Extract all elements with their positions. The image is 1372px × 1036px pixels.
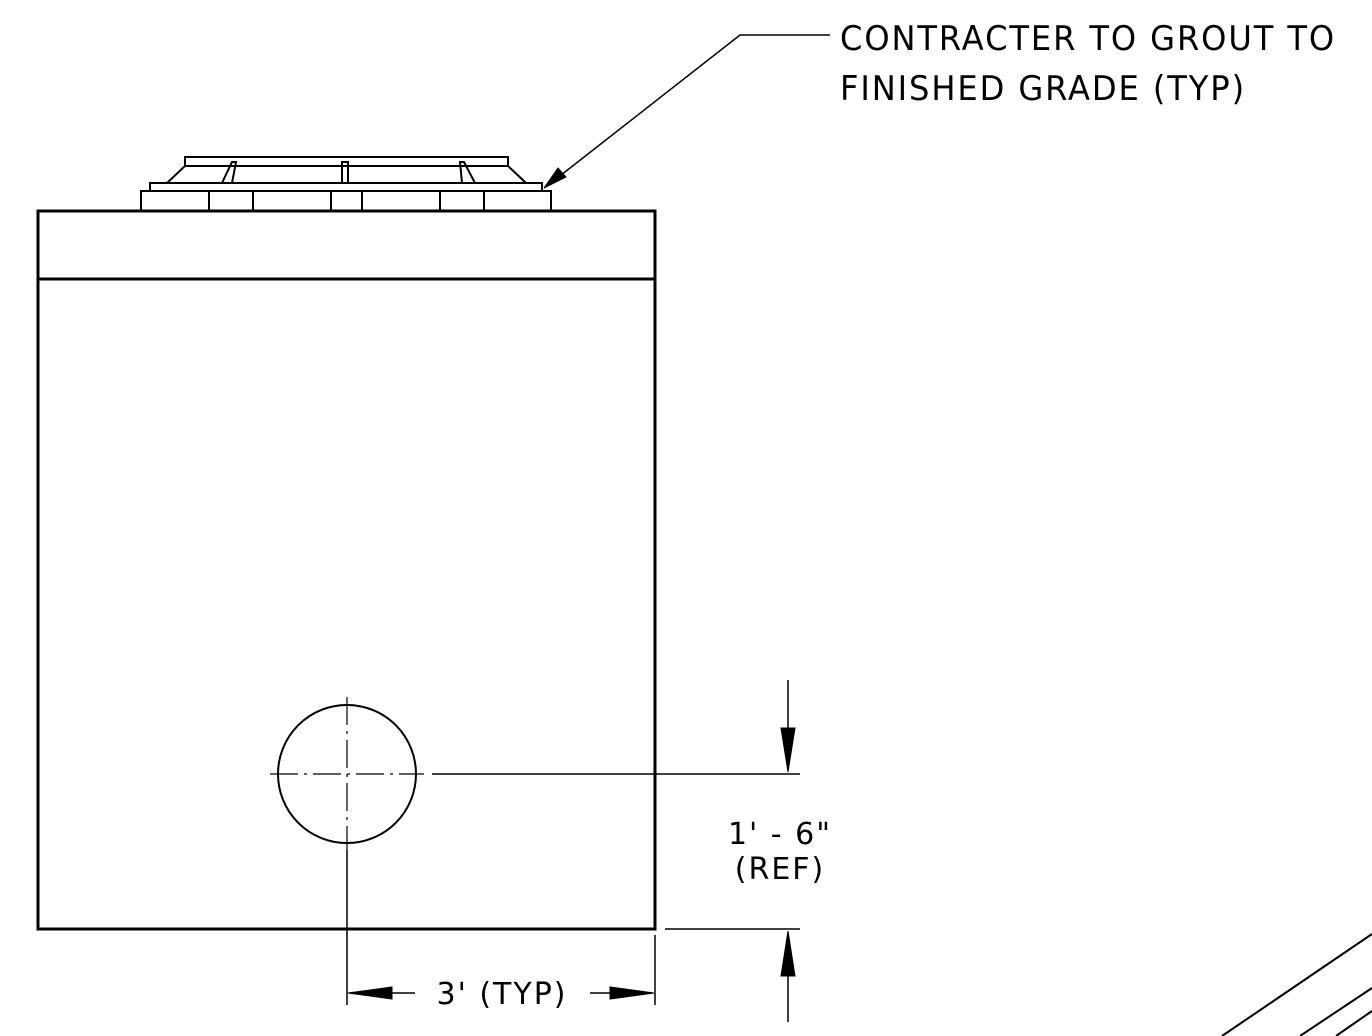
- dimension-arrow-up: [780, 930, 796, 977]
- dimension-arrow-left: [347, 986, 393, 1000]
- vertical-dimension-value: 1' - 6": [728, 817, 832, 852]
- structure-body: [36, 209, 657, 931]
- note-line-1: CONTRACTER TO GROUT TO: [840, 19, 1336, 59]
- dimension-arrow-down: [780, 727, 796, 773]
- grout-note: CONTRACTER TO GROUT TO FINISHED GRADE (T…: [840, 19, 1336, 109]
- note-leader: [543, 34, 830, 189]
- note-line-2: FINISHED GRADE (TYP): [840, 69, 1246, 109]
- frame-casting: [140, 156, 552, 212]
- horizontal-dimension-label: 3' (TYP): [436, 977, 567, 1012]
- pipe-opening: [270, 697, 424, 850]
- vertical-dimension: 1' - 6" (REF): [432, 680, 832, 1022]
- horizontal-dimension: 3' (TYP): [346, 850, 656, 1012]
- vertical-dimension-ref: (REF): [735, 852, 825, 887]
- adjacent-view-edge: [1221, 933, 1372, 1036]
- dimension-arrow-right: [609, 986, 655, 1000]
